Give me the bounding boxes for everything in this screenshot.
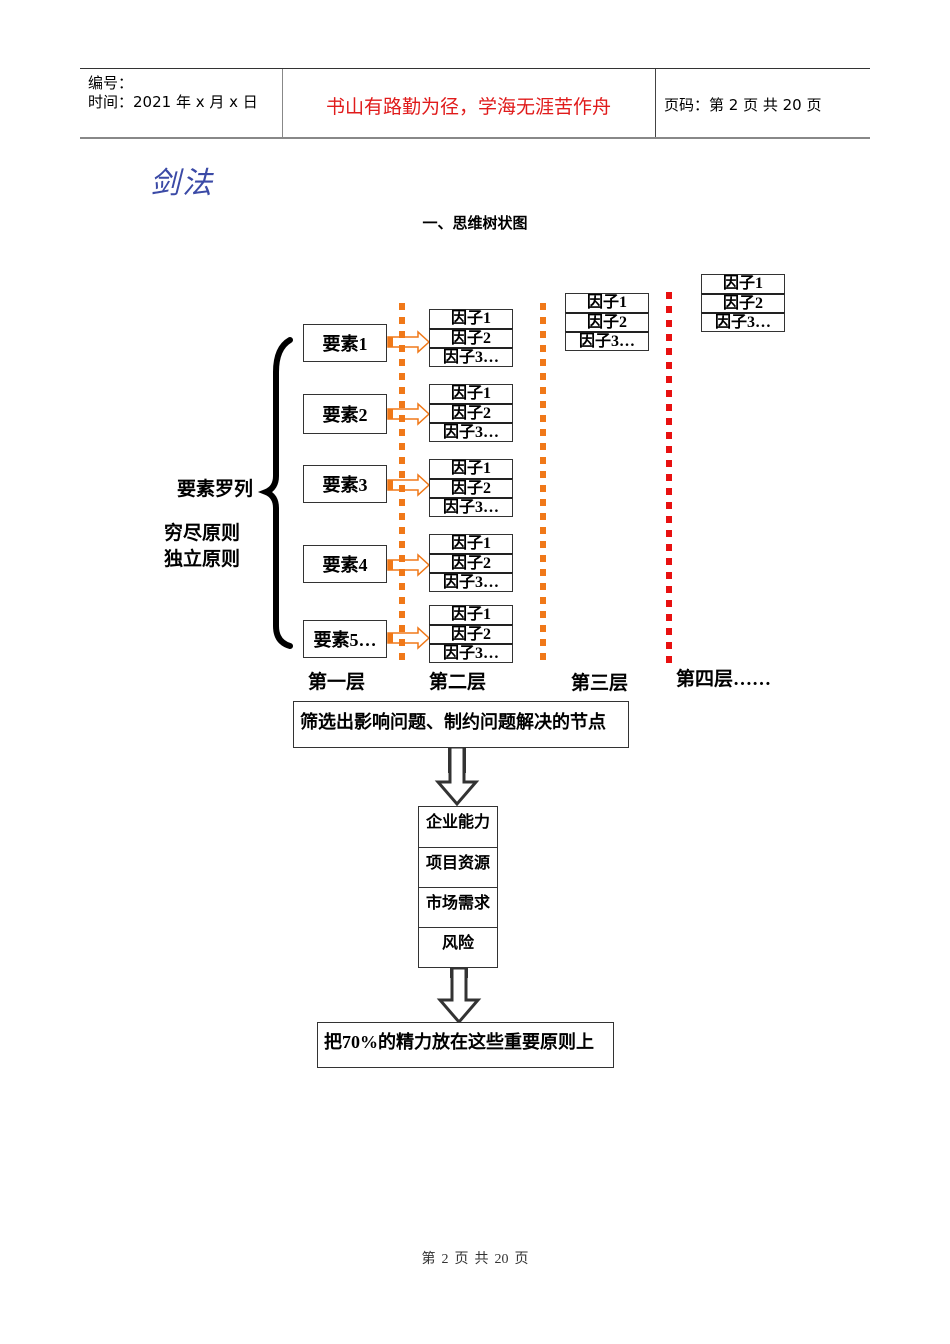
key-node-3: 市场需求 [419,887,497,927]
element-arrow-3 [387,473,431,497]
element-arrows [387,330,431,650]
factor-1: 因子1 [429,459,513,479]
header-motto-cell: 书山有路勤为径，学海无涯苦作舟 [282,69,656,137]
factor-2: 因子2 [429,478,513,498]
layer-label-3: 第三层 [571,673,629,694]
factor-3: 因子3… [429,497,513,517]
element-label: 要素1 [322,334,368,354]
factor-2: 因子2 [701,293,785,313]
element-arrow-tail-2 [388,409,393,419]
layer-label-4: 第四层…… [676,669,772,690]
layer-label-2: 第二层 [429,672,487,693]
principle-independent: 独立原则 [164,549,241,570]
element-arrow-1 [387,330,431,354]
factor-stack-layer-4: 因子1 因子2 因子3… [701,274,785,332]
divider-layer-2-3 [540,303,546,665]
factor-1: 因子1 [429,384,513,404]
factor-stack-layer-3: 因子1 因子2 因子3… [565,293,649,351]
factor-stack-2: 因子1 因子2 因子3… [429,384,513,442]
factor-1: 因子1 [565,293,649,313]
footer-prefix: 第 [421,1252,436,1267]
footer-total-label: 共 [474,1252,489,1267]
element-label: 要素4 [322,555,368,575]
element-arrow-tail-5 [388,633,393,643]
element-arrow-tail-4 [388,560,393,570]
element-arrow-4 [387,553,431,577]
factor-3: 因子3… [701,312,785,332]
element-box-3: 要素3 [303,465,387,503]
factor-3: 因子3… [429,643,513,663]
header-meta-cell: 编号： 时间：2021 年 x 月 x 日 [80,69,283,137]
date-label: 时间：2021 年 x 月 x 日 [88,93,258,111]
element-label: 要素2 [322,405,368,425]
factor-1: 因子1 [429,605,513,625]
key-node-stack: 企业能力 项目资源 市场需求 风险 [418,806,498,968]
divider-layer-1-2 [399,303,405,665]
page-info: 页码：第 2 页 共 20 页 [664,96,822,114]
factor-2: 因子2 [429,624,513,644]
factor-3: 因子3… [429,572,513,592]
filter-box: 筛选出影响问题、制约问题解决的节点 [293,701,629,748]
element-arrow-tail-3 [388,480,393,490]
logo-text: 剑法 [150,166,214,201]
factor-2: 因子2 [429,403,513,423]
key-node-2: 项目资源 [419,847,497,887]
factor-3: 因子3… [429,347,513,367]
footer-page-unit: 页 [454,1252,469,1267]
conclusion-box: 把70%的精力放在这些重要原则上 [317,1022,614,1068]
element-arrow-5 [387,626,431,650]
factor-stack-3: 因子1 因子2 因子3… [429,459,513,517]
footer-total-pages: 20 [494,1252,509,1267]
header-page-cell: 页码：第 2 页 共 20 页 [656,69,870,137]
factor-stack-1: 因子1 因子2 因子3… [429,309,513,367]
element-arrow-tail-1 [388,337,393,347]
section-title: 一、思维树状图 [0,212,950,233]
brace-label: 要素罗列 [177,479,254,500]
element-box-1: 要素1 [303,324,387,362]
conclusion-text: 把70%的精力放在这些重要原则上 [324,1032,594,1052]
factor-3: 因子3… [429,422,513,442]
divider-layer-3-4 [666,292,672,664]
factor-1: 因子1 [701,274,785,294]
factor-2: 因子2 [429,328,513,348]
motto: 书山有路勤为径，学海无涯苦作舟 [325,96,611,118]
element-label: 要素3 [322,475,368,495]
factor-1: 因子1 [429,534,513,554]
curly-brace [257,337,293,649]
factor-stack-5: 因子1 因子2 因子3… [429,605,513,663]
filter-text: 筛选出影响问题、制约问题解决的节点 [300,712,606,732]
element-box-4: 要素4 [303,545,387,583]
layer-label-1: 第一层 [308,672,366,693]
factor-2: 因子2 [429,553,513,573]
document-header: 编号： 时间：2021 年 x 月 x 日 书山有路勤为径，学海无涯苦作舟 页码… [80,68,870,139]
footer-page-number: 2 [441,1252,449,1267]
factor-3: 因子3… [565,331,649,351]
serial-label: 编号： [88,74,134,92]
section-title-text: 一、思维树状图 [422,214,528,232]
element-arrow-2 [387,402,431,426]
key-node-4: 风险 [419,927,497,967]
element-label: 要素5… [313,630,377,650]
down-arrow-1 [434,745,480,807]
factor-1: 因子1 [429,309,513,329]
element-box-2: 要素2 [303,394,387,434]
factor-2: 因子2 [565,312,649,332]
factor-stack-4: 因子1 因子2 因子3… [429,534,513,592]
principle-exhaustive: 穷尽原则 [164,523,241,544]
down-arrow-2 [436,966,482,1025]
element-box-5: 要素5… [303,620,387,658]
key-node-1: 企业能力 [425,814,490,831]
footer-suffix: 页 [514,1252,529,1267]
